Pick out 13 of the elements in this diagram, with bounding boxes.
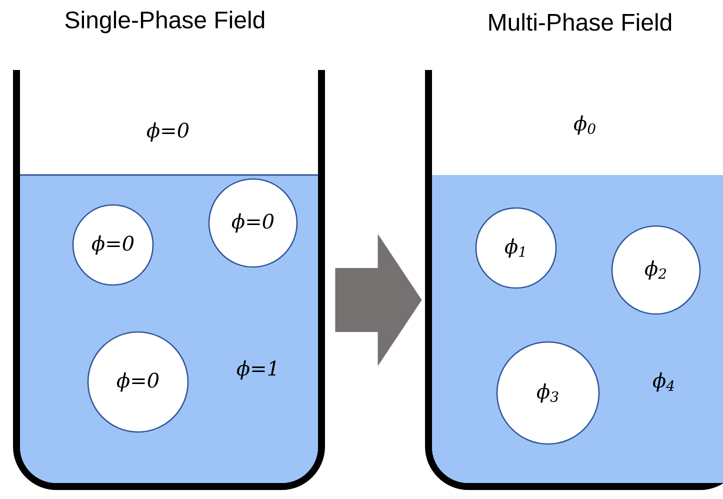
bubble: ϕ$_{3}$ bbox=[496, 341, 600, 445]
phase-label: ϕ=0 bbox=[146, 122, 189, 142]
bubble: ϕ=0 bbox=[87, 331, 189, 433]
bubble: ϕ=0 bbox=[72, 204, 154, 286]
bubble: ϕ$_{2}$ bbox=[611, 225, 701, 315]
phase-label: ϕ=1 bbox=[236, 360, 276, 380]
phase-label: ϕ$_{0}$ bbox=[574, 115, 596, 135]
bubble: ϕ=0 bbox=[208, 178, 298, 268]
block-arrow bbox=[335, 234, 422, 366]
bubble: ϕ$_{1}$ bbox=[475, 207, 557, 289]
heading: Single-Phase Field bbox=[65, 10, 264, 34]
heading: Multi-Phase Field bbox=[489, 13, 672, 31]
phase-label: ϕ$_{4}$ bbox=[653, 372, 674, 392]
